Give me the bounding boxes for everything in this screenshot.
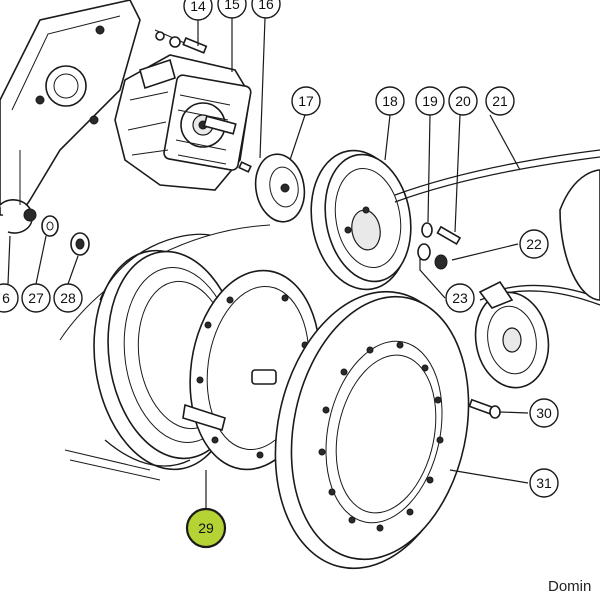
callout-29: 29 (185, 507, 227, 549)
callout-15: 15 (217, 0, 247, 19)
callout-14: 14 (183, 0, 213, 21)
callout-label: 29 (198, 520, 214, 536)
callout-19: 19 (415, 86, 445, 116)
callout-label: 19 (422, 93, 438, 109)
bolt-30 (468, 398, 501, 419)
callout-16: 16 (251, 0, 281, 19)
callout-label: 15 (224, 0, 240, 12)
callout-21: 21 (485, 86, 515, 116)
callout-20: 20 (448, 86, 478, 116)
callout-label: 28 (60, 290, 76, 306)
callout-27: 27 (21, 283, 51, 313)
callout-label: 14 (190, 0, 206, 14)
callout-label: 30 (536, 405, 552, 421)
key-pin (238, 161, 252, 173)
callout-23: 23 (445, 283, 475, 313)
callout-31: 31 (529, 468, 559, 498)
washers-27-28 (41, 215, 90, 256)
callout-label: 23 (452, 290, 468, 306)
callout-label: 17 (298, 93, 314, 109)
mounting-bracket (0, 0, 141, 234)
callout-label: 20 (455, 93, 471, 109)
leader-lines (7, 17, 529, 508)
callout-label: 6 (2, 290, 10, 306)
compressor-body (114, 54, 252, 191)
callout-label: 16 (258, 0, 274, 12)
watermark-text: Domin (548, 578, 592, 595)
callout-18: 18 (375, 86, 405, 116)
callout-22: 22 (519, 229, 549, 259)
hub-17 (254, 153, 306, 223)
callout-label: 27 (28, 290, 44, 306)
fasteners-19-20-22 (417, 222, 462, 270)
large-flange-31 (274, 290, 470, 570)
bolt-14 (154, 29, 208, 54)
pulley-18 (310, 149, 412, 291)
callout-label: 21 (492, 93, 508, 109)
callout-label: 31 (536, 475, 552, 491)
callout-17: 17 (291, 86, 321, 116)
idler-pulley (474, 280, 550, 389)
callout-26: 6 (0, 283, 19, 313)
callout-label: 22 (526, 236, 542, 252)
callout-label: 18 (382, 93, 398, 109)
callout-28: 28 (53, 283, 83, 313)
callout-30: 30 (529, 398, 559, 428)
